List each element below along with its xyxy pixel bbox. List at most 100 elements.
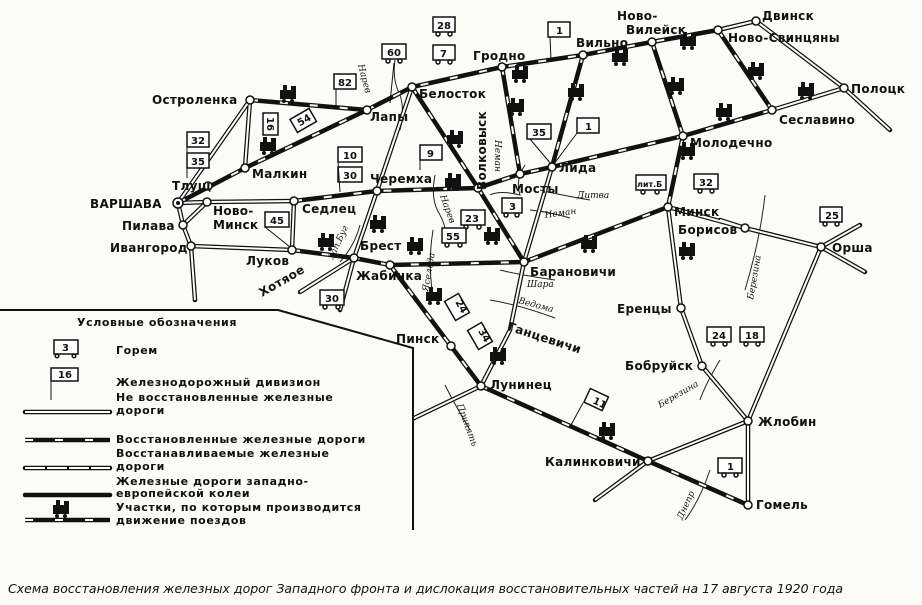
flag-1: 1 [547,21,571,61]
city-zhlobin: Жлобин [758,415,817,429]
svg-text:дороги: дороги [116,460,165,473]
flag-54: 54 [288,107,318,134]
city-luninets: Лунинец [490,378,552,392]
svg-text:55: 55 [446,232,460,243]
flag-82: 82 [333,73,357,106]
city-polotsk: Полоцк [851,82,905,96]
city-malkin: Малкин [252,167,307,181]
river-ditva: Дитва [576,191,609,201]
city-novo-svintsyany: Ново-Свинцяны [728,31,840,45]
city-dvinsk: Двинск [762,9,814,23]
svg-text:7: 7 [440,49,447,60]
flag-35: 35 [186,147,210,178]
svg-text:9: 9 [427,149,434,160]
city-volkovysk: Волковыск [475,111,489,190]
city-kalinkovichi: Калинковичи [545,455,641,469]
city-tlusch: Тлущ [172,179,211,193]
train-1: 1 [717,457,743,478]
flag-45: 45 [264,211,291,248]
svg-text:1: 1 [585,122,592,133]
train-25: 25 [819,206,843,227]
city-seslavino: Сеславино [779,113,855,127]
svg-text:10: 10 [343,151,357,162]
city-mosty: Мосты [512,182,559,196]
svg-text:30: 30 [325,294,339,305]
city-ivangorod: Ивангород [110,241,188,255]
svg-text:Участки, по которым производит: Участки, по которым производится [116,501,362,514]
river-narev: Нарев [355,62,373,94]
city-vilno: Вильно [576,36,628,50]
river-narev-2: Нарев [437,193,457,225]
city-minsk: Минск [674,205,719,219]
city-lida: Лида [559,161,596,175]
svg-text:32: 32 [699,178,713,189]
city-baranovichi: Барановичи [530,265,616,279]
city-pinsk: Пинск [396,332,440,346]
map-caption: Схема восстановления железных дорог Запа… [8,581,843,596]
city-lukov: Луков [246,254,289,268]
stations [172,16,849,510]
flag-32: 32 [186,131,210,148]
svg-text:3: 3 [62,343,69,354]
train-24: 24 [706,326,732,347]
svg-text:23: 23 [465,214,479,225]
svg-text:дороги: дороги [116,404,165,417]
unrestored-railways [175,18,893,509]
svg-text:3: 3 [509,202,516,213]
flag-9: 9 [419,144,443,170]
svg-text:11: 11 [591,396,608,412]
svg-text:25: 25 [825,211,839,222]
train-30: 30 [319,289,345,310]
river-pripyat: Припять [454,402,479,448]
railway-divisions: 1 82 54 16 32 35 10 30 9 35 1 45 24 34 1… [186,21,610,426]
svg-text:европейской колеи: европейской колеи [116,487,250,500]
city-molodechno: Молодечно [690,136,773,150]
svg-text:32: 32 [191,136,205,147]
flag-35b: 35 [526,123,552,165]
flag-1b: 1 [553,117,600,165]
svg-text:лит.Б: лит.Б [637,180,662,189]
svg-text:16: 16 [58,370,72,381]
svg-text:Не восстановленные железные: Не восстановленные железные [116,391,333,404]
svg-text:1: 1 [727,462,734,473]
city-zhabinka: Жабинка [356,269,422,283]
svg-text:24: 24 [712,331,726,342]
river-yaselda: Ясельда [421,252,438,293]
city-pilava: Пилава [122,219,175,233]
flag-24: 24 [443,292,471,322]
river-berezina-2: Березина [656,379,701,411]
svg-text:Восстановленные железные доро: Восстановленные железные дороги [116,433,366,446]
train-60: 60 [381,43,407,104]
legend-title: Условные обозначения [77,316,237,329]
repair-trains: 28 60 7 23 3 55 30 лит.Б 32 25 24 18 1 [319,16,843,478]
train-55: 55 [441,227,467,248]
city-warsaw: ВАРШАВА [90,197,162,211]
train-23: 23 [460,209,486,230]
svg-text:Железнодорожный дивизион: Железнодорожный дивизион [116,376,321,389]
city-gantsevichi: Ганцевичи [506,320,583,357]
river-vedoma: Ведома [516,296,554,315]
train-7: 7 [432,44,456,65]
city-belostok: Белосток [419,87,486,101]
city-novo-minsk: Ново- [213,204,254,218]
train-18: 18 [739,326,765,347]
city-grodno: Гродно [473,49,526,63]
train-32: 32 [693,173,719,194]
svg-text:28: 28 [437,21,451,32]
city-borisov: Борисов [678,223,738,237]
train-3: 3 [501,197,523,218]
svg-text:35: 35 [532,128,546,139]
city-orsha: Орша [832,241,873,255]
train-lit-b: лит.Б [635,174,667,195]
river-shara: Шара [526,280,554,290]
city-erentsy: Еренцы [617,302,672,316]
svg-text:35: 35 [191,157,205,168]
city-sedlets: Седлец [302,202,356,216]
city-lapy: Лапы [370,110,408,124]
svg-text:45: 45 [270,216,284,227]
flag-11: 11 [570,387,610,426]
river-neman: Неман [492,139,502,172]
city-gomel: Гомель [756,498,808,512]
svg-text:60: 60 [387,48,401,59]
city-novo-minsk-2: Минск [213,218,258,232]
